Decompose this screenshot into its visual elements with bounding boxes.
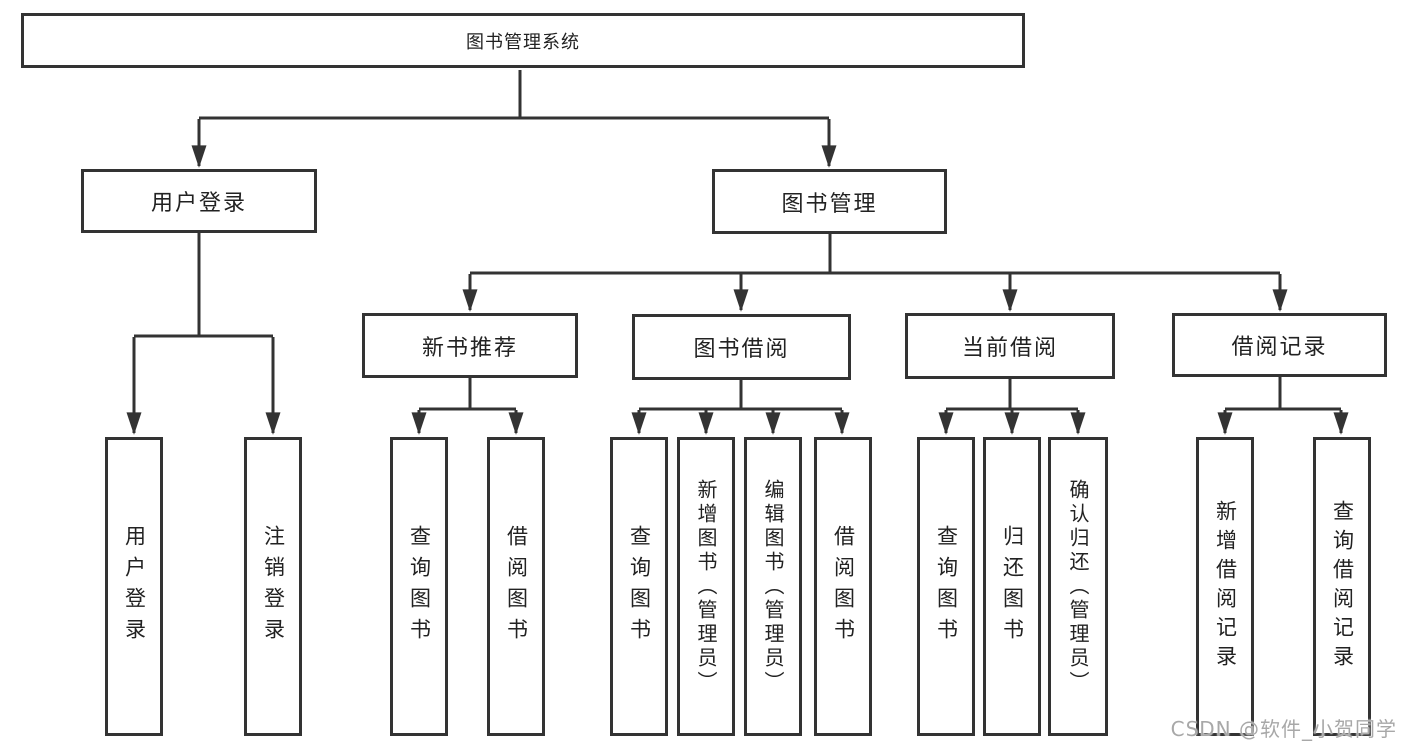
- node-label: 图书管理系统: [466, 31, 580, 53]
- leaf-user-login: 用户登录: [105, 437, 163, 736]
- leaf-label: 编辑图书（管理员）: [761, 478, 785, 695]
- leaf-label: 新增借阅记录: [1213, 499, 1238, 674]
- leaf-label: 注销登录: [261, 524, 286, 649]
- leaf-query-books-recommend: 查询图书: [390, 437, 448, 736]
- leaf-logout: 注销登录: [244, 437, 302, 736]
- leaf-query-books-current: 查询图书: [917, 437, 975, 736]
- leaf-label: 新增图书（管理员）: [694, 478, 718, 695]
- leaf-label: 借阅图书: [504, 524, 529, 649]
- leaf-label: 确认归还（管理员）: [1066, 478, 1090, 695]
- leaf-label: 用户登录: [122, 524, 147, 649]
- leaf-edit-books-admin: 编辑图书（管理员）: [744, 437, 802, 736]
- node-label: 图书借阅: [693, 337, 790, 362]
- connector-tree-path: [134, 70, 1341, 411]
- node-label: 用户登录: [150, 191, 247, 216]
- leaf-borrow-books: 借阅图书: [814, 437, 872, 736]
- node-book-borrowing: 图书借阅: [632, 314, 851, 380]
- leaf-query-books-borrowing: 查询图书: [610, 437, 668, 736]
- node-label: 图书管理: [781, 191, 878, 217]
- leaf-query-borrow-record: 查询借阅记录: [1313, 437, 1371, 736]
- leaf-label: 查询图书: [934, 524, 959, 649]
- leaf-label: 查询图书: [627, 524, 652, 649]
- leaf-label: 借阅图书: [831, 524, 856, 649]
- leaf-confirm-return-admin: 确认归还（管理员）: [1048, 437, 1108, 736]
- node-label: 当前借阅: [961, 336, 1058, 361]
- node-book-management: 图书管理: [712, 169, 947, 234]
- node-label: 新书推荐: [421, 335, 518, 361]
- node-new-book-recommend: 新书推荐: [362, 313, 578, 378]
- csdn-watermark: CSDN @软件_小贺同学: [1170, 717, 1397, 741]
- leaf-return-books: 归还图书: [983, 437, 1041, 736]
- leaf-label: 查询图书: [407, 524, 432, 649]
- leaf-borrow-books-recommend: 借阅图书: [487, 437, 545, 736]
- leaf-label: 归还图书: [1000, 524, 1025, 649]
- node-library-management-system: 图书管理系统: [21, 13, 1025, 68]
- node-current-borrowing: 当前借阅: [905, 313, 1115, 379]
- leaf-label: 查询借阅记录: [1330, 499, 1355, 674]
- leaf-add-borrow-record: 新增借阅记录: [1196, 437, 1254, 736]
- node-borrowing-records: 借阅记录: [1172, 313, 1387, 377]
- node-label: 借阅记录: [1231, 335, 1328, 360]
- leaf-add-books-admin: 新增图书（管理员）: [677, 437, 735, 736]
- node-user-login: 用户登录: [81, 169, 317, 233]
